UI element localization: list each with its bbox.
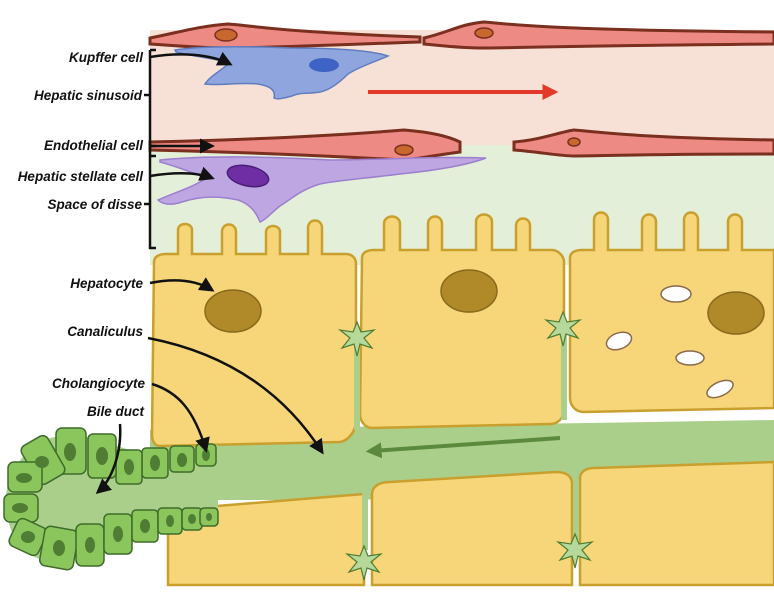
label-hepatic-stellate-cell: Hepatic stellate cell [18, 169, 144, 184]
label-endothelial-cell: Endothelial cell [44, 138, 143, 153]
endothelial-cells-middle [148, 128, 774, 162]
label-hepatocyte: Hepatocyte [70, 276, 143, 291]
bile-flow-arrow [365, 436, 561, 459]
canaliculi-stars [337, 310, 595, 581]
label-hepatic-sinusoid: Hepatic sinusoid [34, 88, 143, 103]
label-pointers [95, 51, 324, 494]
label-kupffer-cell: Kupffer cell [69, 50, 143, 65]
mitochondria [605, 285, 734, 399]
label-cholangiocyte: Cholangiocyte [52, 376, 146, 391]
hepatic-stellate-cell [156, 156, 487, 223]
label-canaliculus: Canaliculus [67, 324, 143, 339]
label-space-of-disse: Space of disse [47, 197, 142, 212]
label-bile-duct: Bile duct [87, 404, 145, 419]
hepatocytes-upper [150, 211, 774, 448]
endothelial-cells-top [148, 20, 774, 50]
